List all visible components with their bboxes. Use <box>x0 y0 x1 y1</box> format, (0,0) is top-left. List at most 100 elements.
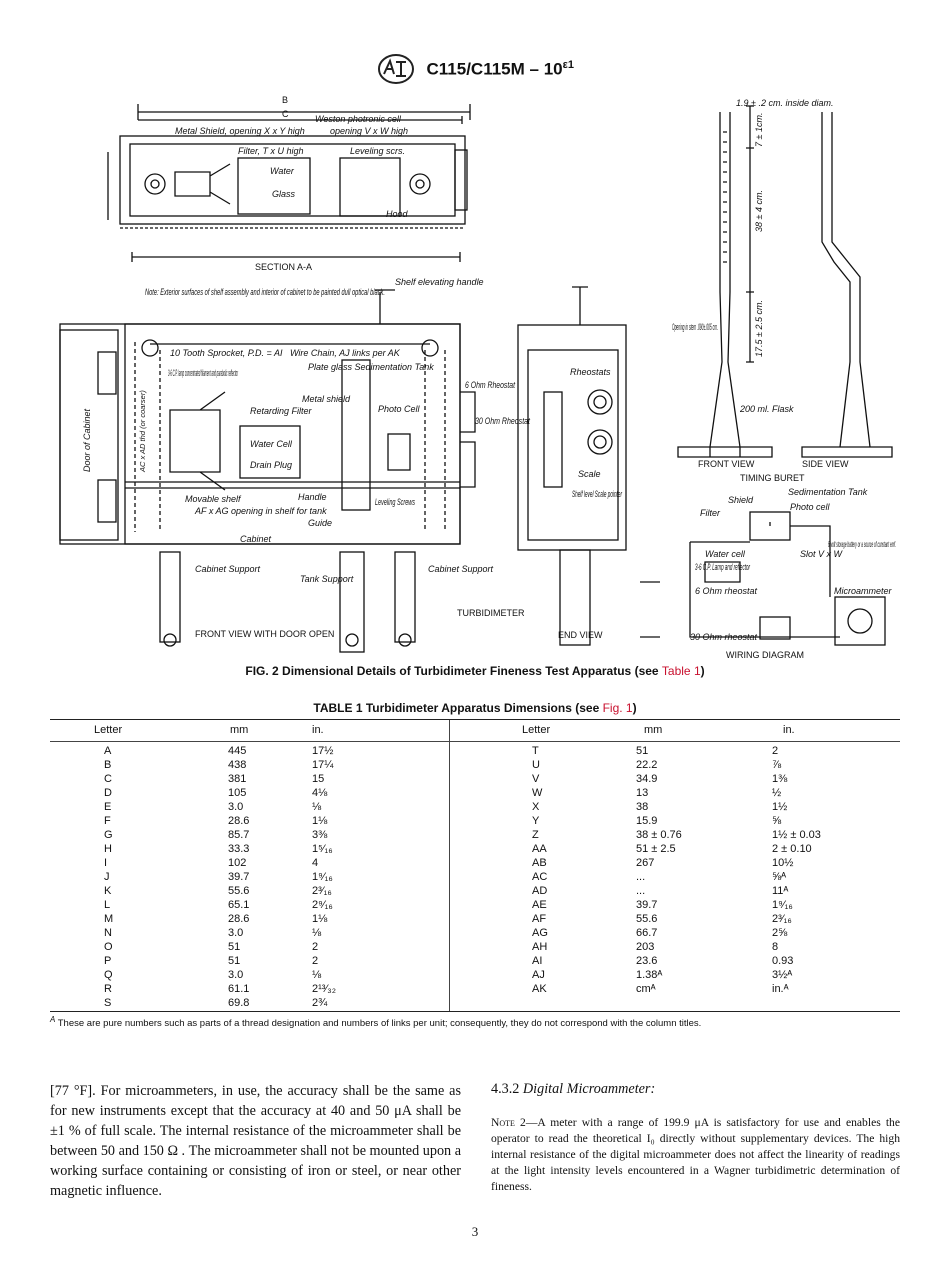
table-title: TABLE 1 Turbidimeter Apparatus Dimension… <box>313 701 637 715</box>
col-mm-left: mm <box>230 724 249 736</box>
label-cabinet-support-right: Cabinet Support <box>428 564 494 574</box>
label-front-view-door: FRONT VIEW WITH DOOR OPEN <box>195 629 334 639</box>
label-guide: Guide <box>308 518 332 528</box>
cell-letter: P <box>104 955 112 967</box>
label-plate-glass: Plate glass Sedimentation Tank <box>308 362 434 372</box>
label-battery: 6 volt storage battery or a source of co… <box>828 540 896 549</box>
label-note: Note: Exterior surfaces of shelf assembl… <box>145 287 385 297</box>
cell-letter: C <box>104 773 112 785</box>
cell-in: 15 <box>312 773 325 785</box>
cell-in: ⅛ <box>312 801 322 813</box>
label-side-view: SIDE VIEW <box>802 459 849 469</box>
label-buret-175: 17.5 ± 2.5 cm. <box>754 300 764 357</box>
cell-letter: L <box>104 899 111 911</box>
cell-in: 2¹³⁄₃₂ <box>312 983 337 995</box>
cell-mm: ... <box>636 885 646 897</box>
cell-mm: 38 <box>636 801 649 813</box>
cell-mm: 65.1 <box>228 899 250 911</box>
label-photo-cell-2: Photo cell <box>790 502 831 512</box>
cell-letter: Q <box>104 969 113 981</box>
cell-mm: 3.0 <box>228 801 244 813</box>
cell-letter: AH <box>532 941 548 953</box>
label-glass: Glass <box>272 189 296 199</box>
table-row: AC...⅝ᴬ <box>450 870 900 884</box>
label-leveling-screws: Leveling Screws <box>375 497 415 507</box>
label-rheostats: Rheostats <box>570 367 611 377</box>
cell-letter: B <box>104 759 112 771</box>
label-cabinet-support-left: Cabinet Support <box>195 564 261 574</box>
label-C: C <box>282 109 289 119</box>
table-header-row: Letter mm in. Letter mm in. <box>50 720 900 742</box>
cell-in: 2³⁄₁₆ <box>312 885 332 897</box>
cell-mm: 28.6 <box>228 913 250 925</box>
cell-mm: 445 <box>228 745 247 757</box>
cell-in: 2 ± 0.10 <box>772 843 812 855</box>
label-30-ohm-2: 30 Ohm rheostat <box>690 632 758 642</box>
cell-letter: H <box>104 843 112 855</box>
cell-in: 1⅛ <box>312 815 328 827</box>
table-divider <box>449 720 450 1011</box>
figure-caption: FIG. 2 Dimensional Details of Turbidimet… <box>245 664 705 678</box>
label-section-aa: SECTION A-A <box>255 262 312 272</box>
cell-in: ½ <box>772 787 782 799</box>
label-front-view: FRONT VIEW <box>698 459 755 469</box>
cell-mm: 203 <box>636 941 655 953</box>
label-6-ohm: 6 Ohm Rheostat <box>465 380 515 390</box>
label-lamp-2: 3-6 C.P. Lamp and reflector <box>695 562 750 572</box>
cell-mm: 39.7 <box>228 871 250 883</box>
label-drain-plug: Drain Plug <box>250 460 292 470</box>
cell-mm: 105 <box>228 787 247 799</box>
cell-mm: 38 ± 0.76 <box>636 829 682 841</box>
cell-in: 1⁵⁄₁₆ <box>312 843 333 855</box>
col-in-right: in. <box>783 724 795 736</box>
cell-letter: D <box>104 787 112 799</box>
cell-mm: 102 <box>228 857 247 869</box>
label-leveling-scrs: Leveling scrs. <box>350 146 405 156</box>
cell-in: 11ᴬ <box>772 885 789 897</box>
table-footnote: A These are pure numbers such as parts o… <box>50 1015 702 1030</box>
table-row: AD...11ᴬ <box>450 884 900 898</box>
cell-in: 17½ <box>312 745 334 757</box>
label-thd: AC x AD thd (or coarser) <box>138 390 147 473</box>
cell-letter: G <box>104 829 113 841</box>
cell-mm: 55.6 <box>636 913 658 925</box>
label-turbidimeter: TURBIDIMETER <box>457 608 525 618</box>
label-buret-inside: 1.9 ± .2 cm. inside diam. <box>736 98 833 108</box>
page-number: 3 <box>471 1224 479 1239</box>
label-shield: Shield <box>728 495 754 505</box>
cell-letter: I <box>104 857 108 869</box>
cell-letter: J <box>104 871 110 883</box>
cell-letter: X <box>532 801 540 813</box>
label-filter-2: Filter <box>700 508 721 518</box>
cell-letter: AC <box>532 871 548 883</box>
col-in-left: in. <box>312 724 324 736</box>
label-water-cell: Water Cell <box>250 439 293 449</box>
cell-in: ⅛ <box>312 969 322 981</box>
cell-mm: 55.6 <box>228 885 250 897</box>
cell-in: ⅛ <box>312 927 322 939</box>
cell-mm: 34.9 <box>636 773 658 785</box>
table-1-link[interactable]: Table 1 <box>661 664 701 678</box>
cell-mm: 3.0 <box>228 969 244 981</box>
cell-mm: 28.6 <box>228 815 250 827</box>
fig-1-link[interactable]: Fig. 1 <box>602 701 633 715</box>
label-photo-cell: Photo Cell <box>378 404 421 414</box>
label-tank-support: Tank Support <box>300 574 354 584</box>
cell-in: 3⅜ <box>312 829 328 841</box>
